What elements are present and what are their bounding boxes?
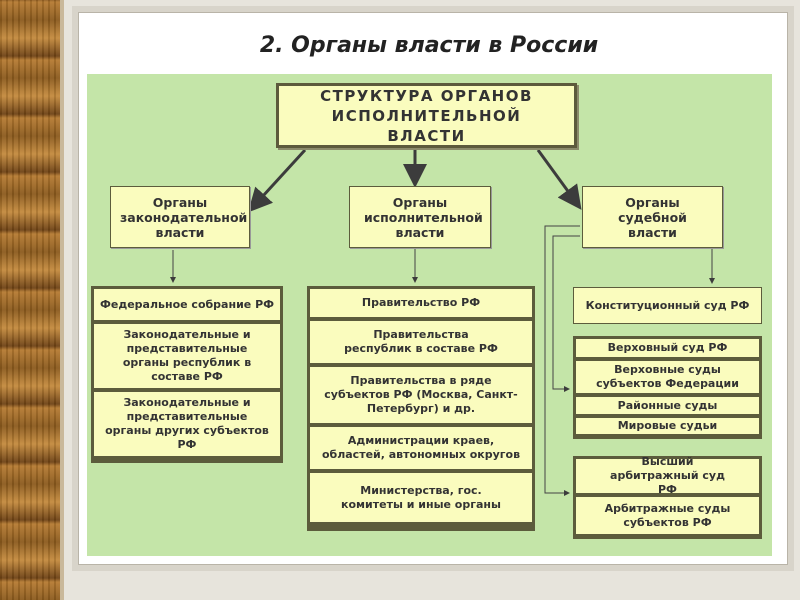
legislative-list: Федеральное собрание РФ Законодательные … xyxy=(91,286,283,463)
bracket-judicial-inner xyxy=(552,235,580,392)
category-executive: Органы исполнительной власти xyxy=(349,186,491,248)
decorative-side-line xyxy=(60,0,64,600)
list-item-arbitration-court-0: Высший арбитражный суд РФ xyxy=(575,455,760,496)
bracket-judicial-outer xyxy=(544,225,580,496)
list-item-general-court-2: Районные суды xyxy=(575,396,760,415)
judicial-arbitration-courts-list: Высший арбитражный суд РФ Арбитражные су… xyxy=(573,455,762,539)
list-item-executive-4: Министерства, гос. комитеты и иные орган… xyxy=(309,472,533,523)
judicial-general-courts-list: Верховный суд РФ Верховные суды субъекто… xyxy=(573,336,762,439)
list-item-general-court-0: Верховный суд РФ xyxy=(575,338,760,358)
list-item-executive-3: Администрации краев, областей, автономны… xyxy=(309,426,533,470)
list-item-legislative-0: Федеральное собрание РФ xyxy=(93,288,281,321)
list-item-general-court-3: Мировые судьи xyxy=(575,417,760,435)
category-judicial-label: Органы судебной власти xyxy=(618,194,687,240)
arrow-head-to-judicial xyxy=(536,149,582,210)
executive-list: Правительство РФ Правительства республик… xyxy=(307,286,535,531)
category-legislative: Органы законодательной власти xyxy=(110,186,250,248)
judicial-constitutional-court: Конституционный суд РФ xyxy=(573,287,762,324)
category-judicial: Органы судебной власти xyxy=(582,186,723,248)
category-legislative-label: Органы законодательной власти xyxy=(120,194,248,240)
list-item-arbitration-court-1: Арбитражные суды субъектов РФ xyxy=(575,496,760,535)
judicial-constitutional-label: Конституционный суд РФ xyxy=(585,298,750,312)
head-box-label: СТРУКТУРА ОРГАНОВ ИСПОЛНИТЕЛЬНОЙ ВЛАСТИ xyxy=(320,86,533,145)
category-executive-label: Органы исполнительной власти xyxy=(364,194,483,240)
list-item-legislative-1: Законодательные и представительные орган… xyxy=(93,323,281,389)
slide-title: 2. Органы власти в России xyxy=(259,33,599,58)
list-item-legislative-2: Законодательные и представительные орган… xyxy=(93,391,281,457)
arrow-head-to-legislative xyxy=(247,148,307,213)
head-box-executive-structure: СТРУКТУРА ОРГАНОВ ИСПОЛНИТЕЛЬНОЙ ВЛАСТИ xyxy=(276,83,577,148)
list-item-executive-2: Правительства в ряде субъектов РФ (Москв… xyxy=(309,366,533,424)
list-item-general-court-1: Верховные суды субъектов Федерации xyxy=(575,360,760,394)
list-item-executive-1: Правительства республик в составе РФ xyxy=(309,320,533,364)
list-item-executive-0: Правительство РФ xyxy=(309,288,533,318)
